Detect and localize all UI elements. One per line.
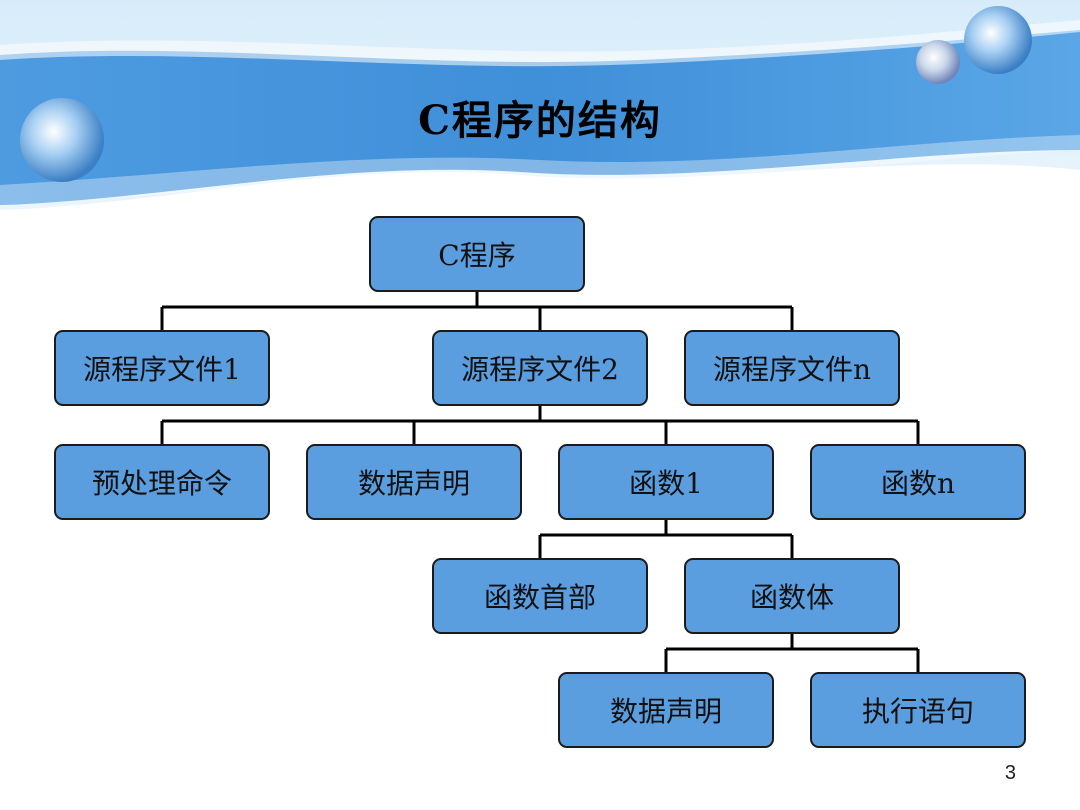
node-label: 数据声明 xyxy=(357,467,470,500)
node-source-file-2: 源程序文件2 xyxy=(432,330,648,406)
node-label: 函数1 xyxy=(629,467,703,500)
node-label: 数据声明 xyxy=(609,695,722,728)
page-number: 3 xyxy=(1004,762,1016,784)
node-label: 函数首部 xyxy=(483,581,596,614)
node-source-file-1: 源程序文件1 xyxy=(54,330,270,406)
node-source-file-n: 源程序文件n xyxy=(684,330,900,406)
node-body-data-declarations: 数据声明 xyxy=(558,672,774,748)
decorative-orb-left xyxy=(20,98,104,182)
node-function-1: 函数1 xyxy=(558,444,774,520)
node-label: 函数体 xyxy=(749,581,834,614)
node-label: C程序 xyxy=(438,239,516,272)
decorative-orb-right-small xyxy=(916,40,960,84)
node-data-declarations: 数据声明 xyxy=(306,444,522,520)
node-c-program: C程序 xyxy=(369,216,585,292)
node-function-body: 函数体 xyxy=(684,558,900,634)
node-label: 函数n xyxy=(880,467,956,500)
header-banner xyxy=(0,0,1080,210)
node-label: 源程序文件1 xyxy=(83,353,241,386)
node-function-n: 函数n xyxy=(810,444,1026,520)
decorative-orb-right-large xyxy=(964,6,1032,74)
node-label: 预处理命令 xyxy=(91,467,232,500)
node-label: 源程序文件2 xyxy=(461,353,619,386)
node-label: 源程序文件n xyxy=(712,353,872,386)
slide-title: C程序的结构 xyxy=(418,97,662,144)
node-preprocessor-commands: 预处理命令 xyxy=(54,444,270,520)
node-function-header: 函数首部 xyxy=(432,558,648,634)
node-label: 执行语句 xyxy=(861,695,974,728)
node-executable-statements: 执行语句 xyxy=(810,672,1026,748)
